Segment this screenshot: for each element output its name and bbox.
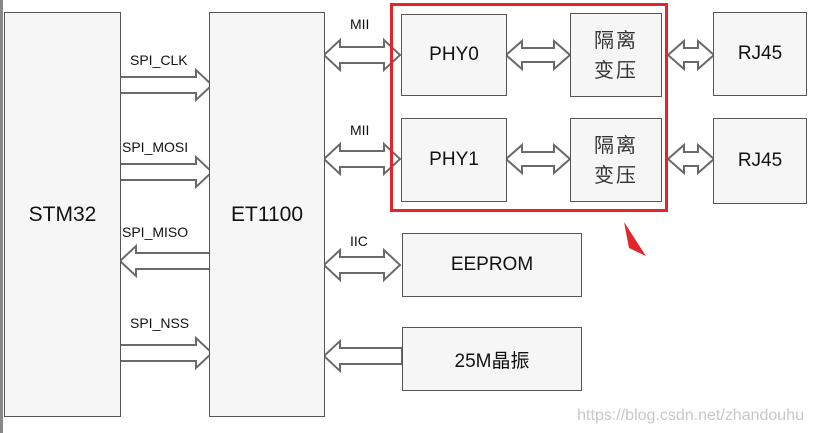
phy0-iso-arrow — [504, 38, 572, 72]
left-edge-line — [0, 0, 3, 433]
spi-miso-label: SPI_MISO — [122, 224, 189, 240]
phy-highlight-box — [390, 3, 668, 212]
iso0-rj45-arrow — [666, 38, 716, 72]
crystal-arrow — [322, 338, 403, 374]
spi-mosi-arrow — [119, 154, 214, 190]
mii0-arrow — [322, 37, 402, 73]
isolation-transformer-1: 隔离 变压 — [570, 118, 662, 202]
watermark: https://blog.csdn.net/zhandouhu — [577, 407, 804, 424]
mii1-arrow — [322, 141, 402, 177]
spi-clk-arrow — [119, 67, 214, 103]
spi-miso-arrow — [118, 243, 213, 279]
et1100-block: ET1100 — [209, 12, 325, 417]
iic-arrow — [322, 247, 402, 283]
spi-clk-label: SPI_CLK — [130, 52, 188, 68]
phy0-block: PHY0 — [401, 14, 507, 96]
spi-nss-arrow — [119, 335, 214, 371]
spi-mosi-label: SPI_MOSI — [122, 139, 189, 155]
phy1-block: PHY1 — [401, 118, 507, 202]
crystal-block: 25M晶振 — [402, 327, 582, 391]
iic-label: IIC — [350, 233, 368, 249]
mii0-label: MII — [350, 16, 370, 32]
stm32-block: STM32 — [4, 12, 121, 417]
iso1-rj45-arrow — [666, 142, 716, 176]
spi-nss-label: SPI_NSS — [130, 315, 190, 331]
rj45-block-0: RJ45 — [713, 12, 807, 96]
isolation-transformer-0: 隔离 变压 — [570, 13, 662, 97]
pointer-arrow-icon — [624, 222, 646, 256]
mii1-label: MII — [350, 122, 370, 138]
phy1-iso-arrow — [504, 142, 572, 176]
eeprom-block: EEPROM — [402, 233, 582, 297]
rj45-block-1: RJ45 — [713, 118, 807, 204]
